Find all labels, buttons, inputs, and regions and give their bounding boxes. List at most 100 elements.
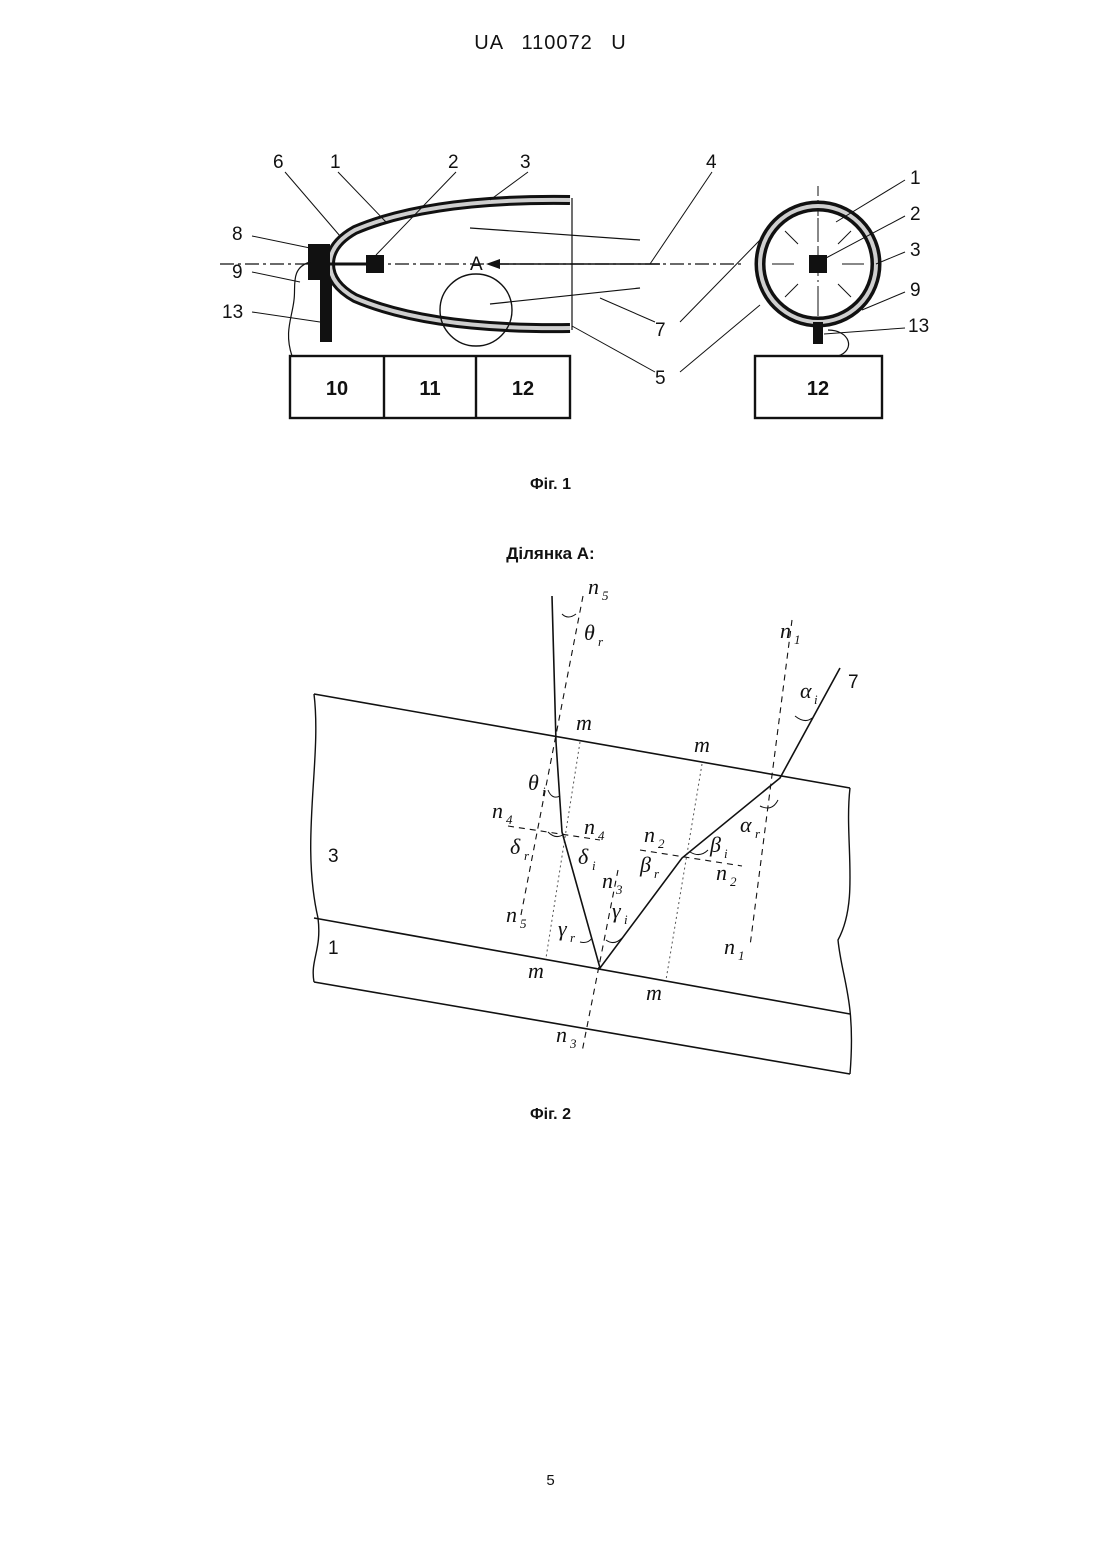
label-13: 13 (222, 302, 243, 323)
svg-text:α: α (800, 678, 812, 703)
label-9: 9 (232, 262, 243, 283)
svg-text:i: i (592, 858, 596, 873)
symbol-n1-bottom: n 1 (724, 934, 745, 963)
symbol-n3-upper: n 3 (602, 868, 623, 897)
section-a-label: A (470, 254, 483, 275)
symbol-n4-left: n 4 (492, 798, 513, 827)
front-support-post (813, 322, 823, 344)
svg-text:n: n (506, 902, 517, 927)
light-ray-path (552, 596, 840, 968)
layer-bottom-boundary (314, 982, 850, 1074)
leader-4 (650, 172, 712, 264)
left-break-edge (311, 694, 319, 982)
svg-text:4: 4 (598, 828, 605, 843)
leader-9 (252, 272, 300, 282)
symbol-n5-top: n 5 (588, 574, 609, 603)
leader-13 (252, 312, 320, 322)
symbol-beta-r: β r (639, 852, 660, 881)
leader-5-side (572, 326, 655, 372)
svg-text:n: n (588, 574, 599, 599)
m-label-top-left: m (576, 710, 592, 735)
mount-block (308, 244, 330, 280)
leader-7-side (600, 298, 655, 322)
symbol-alpha-r: α r (740, 812, 761, 841)
axis-arrowhead (486, 259, 500, 269)
leader-front-1 (836, 180, 905, 222)
svg-text:n: n (584, 814, 595, 839)
right-break-edge (838, 788, 851, 1074)
wire (289, 262, 310, 356)
svg-text:1: 1 (738, 948, 745, 963)
front-label-9: 9 (910, 280, 921, 301)
figure-2-title: Ділянка А: (0, 544, 1101, 564)
svg-text:β: β (639, 852, 651, 877)
symbol-theta-i: θ i (528, 770, 546, 799)
label-7: 7 (655, 320, 666, 341)
symbol-gamma-r: γ r (558, 916, 576, 945)
svg-text:4: 4 (506, 812, 513, 827)
leader-6 (285, 172, 340, 236)
symbol-delta-i: δ i (578, 844, 596, 873)
svg-text:δ: δ (578, 844, 589, 869)
svg-text:n: n (716, 860, 727, 885)
m-label-bottom-left: m (528, 958, 544, 983)
svg-text:n: n (492, 798, 503, 823)
svg-text:n: n (724, 934, 735, 959)
svg-text:r: r (654, 866, 660, 881)
ray-upper (470, 228, 640, 240)
svg-text:n: n (602, 868, 613, 893)
m-label-top-right: m (694, 732, 710, 757)
symbol-n2-left: n 2 (644, 822, 665, 851)
svg-text:i: i (814, 692, 818, 707)
layer-3-label: 3 (328, 846, 339, 867)
svg-text:r: r (524, 848, 530, 863)
svg-text:2: 2 (658, 836, 665, 851)
symbol-beta-i: β i (709, 832, 728, 861)
label-8: 8 (232, 224, 243, 245)
svg-text:r: r (598, 634, 604, 649)
label-4: 4 (706, 152, 717, 173)
figure-1-caption: Фіг. 1 (0, 476, 1101, 494)
symbol-delta-r: δ r (510, 834, 530, 863)
svg-text:2: 2 (730, 874, 737, 889)
svg-text:5: 5 (602, 588, 609, 603)
svg-text:i: i (542, 784, 546, 799)
svg-text:γ: γ (558, 916, 568, 941)
svg-text:3: 3 (569, 1036, 577, 1051)
svg-text:γ: γ (612, 898, 622, 923)
svg-text:3: 3 (615, 882, 623, 897)
svg-text:1: 1 (794, 632, 801, 647)
layer-top-boundary (314, 694, 850, 788)
label-6: 6 (273, 152, 284, 173)
svg-text:5: 5 (520, 916, 527, 931)
block-12-label: 12 (512, 378, 534, 400)
symbol-n5-bottom: n 5 (506, 902, 527, 931)
leader-8 (252, 236, 310, 248)
leader-5-front (680, 305, 760, 372)
front-label-3: 3 (910, 240, 921, 261)
svg-text:n: n (556, 1022, 567, 1047)
svg-text:r: r (755, 826, 761, 841)
leader-7-front (680, 240, 760, 322)
svg-text:δ: δ (510, 834, 521, 859)
block-10-label: 10 (326, 378, 348, 400)
receiver-square (366, 255, 384, 273)
symbol-alpha-i: α i (800, 678, 818, 707)
svg-text:β: β (709, 832, 721, 857)
symbol-gamma-i: γ i (612, 898, 628, 927)
section-a-circle (440, 274, 512, 346)
front-block-12-label: 12 (807, 378, 829, 400)
symbol-n2-right: n 2 (716, 860, 737, 889)
block-11-label: 11 (419, 378, 440, 400)
front-receiver-square (809, 255, 827, 273)
svg-text:θ: θ (584, 620, 595, 645)
symbol-n4-right: n 4 (584, 814, 605, 843)
ray-7-label: 7 (848, 672, 859, 693)
svg-text:α: α (740, 812, 752, 837)
label-3: 3 (520, 152, 531, 173)
symbol-n1-top: n 1 (780, 618, 801, 647)
front-label-2: 2 (910, 204, 921, 225)
label-1: 1 (330, 152, 341, 173)
svg-text:r: r (570, 930, 576, 945)
